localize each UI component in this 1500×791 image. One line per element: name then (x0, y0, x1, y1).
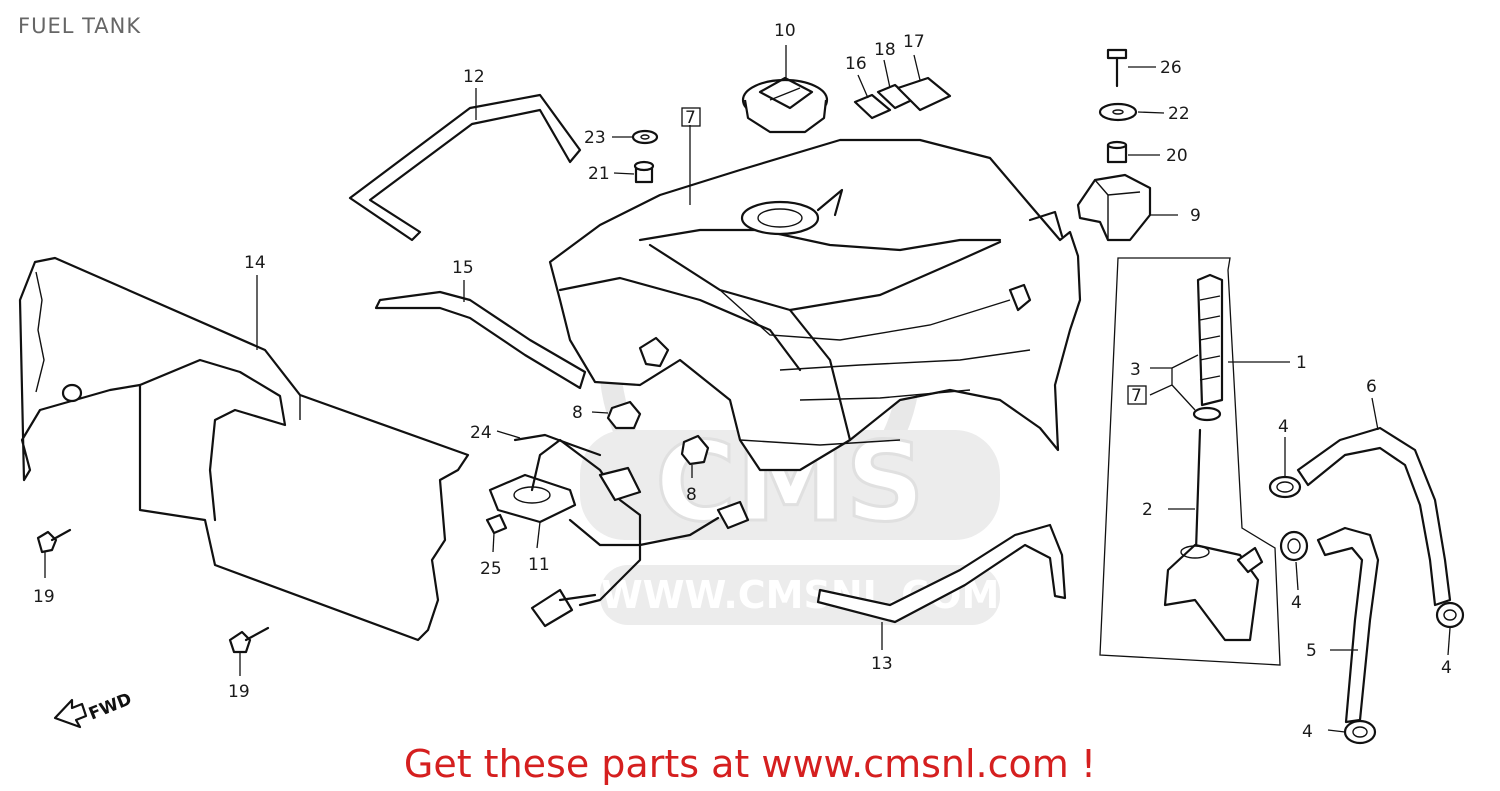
callout-16: 16 (845, 54, 867, 74)
callout-23: 23 (584, 128, 606, 148)
part-3-strainer (1192, 273, 1224, 422)
part-25-nut (485, 513, 508, 535)
part-12-rubber-strip (348, 93, 582, 242)
part-11-fuel-unit (488, 438, 750, 628)
callout-10: 10 (774, 21, 796, 41)
callout-4d: 4 (1302, 722, 1313, 742)
part-9-mount-rubber (1076, 173, 1152, 242)
part-24-wire (513, 433, 602, 457)
callout-8a: 8 (572, 403, 583, 423)
ref-7-box-strainer (1127, 385, 1147, 405)
callout-26: 26 (1160, 58, 1182, 78)
footer-cta[interactable]: Get these parts at www.cmsnl.com ! (403, 742, 1097, 786)
callout-11: 11 (528, 555, 550, 575)
callout-4a: 4 (1278, 417, 1289, 437)
part-6-hose (1296, 426, 1452, 607)
callout-7-ref: 7 (685, 108, 696, 128)
callout-19b: 19 (228, 682, 250, 702)
part-1-group-outline (1099, 257, 1281, 666)
callout-9: 9 (1190, 206, 1201, 226)
part-10-fuel-cap (741, 76, 829, 134)
part-4-clip-d (1343, 719, 1377, 745)
callout-19a: 19 (33, 587, 55, 607)
part-2-fuel-cock (1163, 428, 1264, 642)
callout-6: 6 (1366, 377, 1377, 397)
callout-2: 2 (1142, 500, 1153, 520)
callout-21: 21 (588, 164, 610, 184)
callout-13: 13 (871, 654, 893, 674)
callout-8b: 8 (686, 485, 697, 505)
part-23-washer (631, 129, 659, 145)
part-4-clip-b (1279, 530, 1309, 562)
callout-5: 5 (1306, 641, 1317, 661)
part-15-strip (374, 290, 587, 390)
page-title: FUEL TANK (18, 14, 142, 38)
leader-lines (44, 45, 1451, 733)
part-5-hose (1316, 526, 1380, 724)
part-8-cushion-b (680, 434, 710, 466)
callout-17: 17 (903, 32, 925, 52)
part-13-strip (816, 523, 1067, 624)
callout-4b: 4 (1291, 593, 1302, 613)
part-19-bolt-b (228, 626, 270, 654)
ref-7-box-tank (681, 107, 701, 127)
part-22-washer (1098, 102, 1138, 122)
part-17-plate (896, 76, 952, 112)
part-7-fuel-tank (548, 138, 1082, 472)
callout-20: 20 (1166, 146, 1188, 166)
callout-14: 14 (244, 253, 266, 273)
part-19-bolt-a (36, 528, 72, 554)
fwd-label: FWD (86, 689, 135, 724)
part-21-bolt (633, 160, 655, 184)
callout-3-ref-7: 7 (1131, 386, 1142, 406)
callout-15: 15 (452, 258, 474, 278)
part-4-clip-c (1435, 601, 1465, 629)
fwd-direction-arrow: FWD (53, 689, 135, 729)
callout-22: 22 (1168, 104, 1190, 124)
part-20-collar (1106, 140, 1128, 164)
part-26-bolt (1106, 48, 1128, 88)
callout-4c: 4 (1441, 658, 1452, 678)
callout-18: 18 (874, 40, 896, 60)
callout-12: 12 (463, 67, 485, 87)
part-14-side-cover (18, 256, 470, 642)
part-4-clip-a (1268, 475, 1302, 499)
part-8-cushion-a (606, 400, 642, 430)
part-16-plate (853, 93, 892, 120)
callout-1: 1 (1296, 353, 1307, 373)
callout-24: 24 (470, 423, 492, 443)
callout-25: 25 (480, 559, 502, 579)
callout-3: 3 (1130, 360, 1141, 380)
